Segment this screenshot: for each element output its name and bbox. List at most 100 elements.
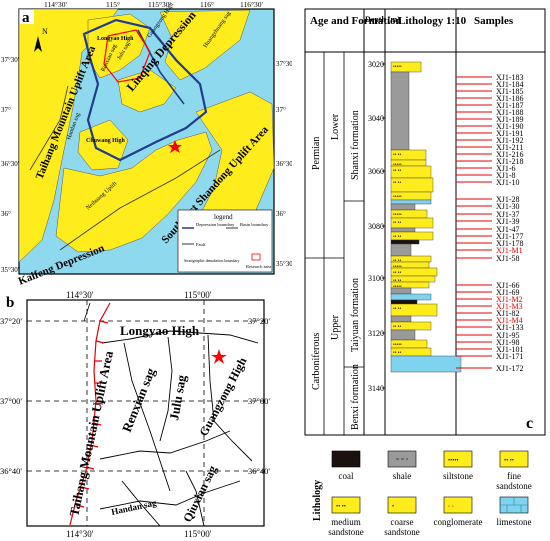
- lat-tick-5: 35°30': [1, 266, 19, 274]
- sample-label: XJ1-M4: [496, 316, 523, 325]
- b-lon-tick-bottom-2: 115°00': [184, 529, 212, 539]
- legend-swatch-coal: coal: [331, 450, 361, 481]
- system-permian: Permian: [311, 137, 322, 170]
- legend-swatch-conglomerate: ◦ ◦ conglomerate: [434, 496, 483, 527]
- lat-tick-1: 37°30': [1, 56, 19, 64]
- depth-label-3100: 3100: [368, 274, 384, 283]
- lat-tick-r3: 36°30': [276, 160, 292, 168]
- lithology-layer: [390, 71, 410, 151]
- research-star-icon: [168, 140, 182, 153]
- lat-tick-4: 36°: [1, 210, 11, 218]
- legend-label: coal: [339, 471, 354, 481]
- lat-tick-3: 36°30': [1, 160, 19, 168]
- header-age: Age and Formation: [310, 15, 402, 27]
- series-upper: Upper: [330, 314, 341, 340]
- formation-benxi: Benxi formation: [350, 364, 361, 430]
- sample-label: XJ1-177: [496, 232, 524, 241]
- sample-label: XJ1-183: [496, 73, 524, 82]
- lithology-layer: [390, 293, 432, 301]
- formation-shanxi: Shanxi formation: [350, 110, 361, 180]
- b-lat-tick-r2: 37°00': [248, 396, 270, 406]
- unit-longyao: Longyao High: [97, 36, 134, 42]
- b-lat-tick-2: 37°00': [0, 396, 22, 406]
- lon-tick-4: 116°: [200, 0, 214, 9]
- lon-tick-5: 116°30': [240, 0, 263, 9]
- panel-a-legend: legend Depression boundary Basin boundar…: [177, 209, 273, 273]
- sample-label: XJ1-37: [496, 210, 520, 219]
- lithology-layer: [390, 199, 432, 205]
- depression-boundary: [82, 18, 208, 162]
- sample-label: XJ1-192: [496, 136, 524, 145]
- legend-a-item-1: Depression boundary: [196, 222, 235, 227]
- sample-label: XJ1-M2: [496, 295, 523, 304]
- lithology-layer: [390, 243, 412, 257]
- legend-label: sandstone: [328, 527, 364, 537]
- panel-b-map: b 114°30' 115°00' 114°30' 115°00' 37°20'…: [0, 291, 270, 539]
- panel-a-map: 114°30' 115° 115°30' 116° 116°30' 37°30'…: [1, 0, 292, 288]
- sample-label: XJ1-58: [496, 254, 520, 263]
- legend-label: siltstone: [443, 471, 473, 481]
- svg-text:◦ ◦: ◦ ◦: [448, 504, 454, 510]
- legend-swatch-limestone: limestone: [497, 496, 532, 527]
- sample-label: XJ1-6: [496, 164, 516, 173]
- depth-label-3060: 3060: [368, 167, 384, 176]
- sample-label: XJ1-178: [496, 239, 524, 248]
- legend-label: conglomerate: [434, 517, 483, 527]
- b-lat-tick-1: 37°20': [0, 316, 22, 326]
- lithology-layer: [390, 303, 438, 317]
- sample-label: XJ1-189: [496, 115, 524, 124]
- pattern-dots: •••••: [393, 65, 402, 70]
- legend-swatch-siltstone: ••••• siltstone: [443, 450, 473, 481]
- b-longyao-label: Longyao High: [120, 323, 200, 338]
- pattern-dots: •••••: [393, 343, 402, 348]
- sample-label: XJ1-172: [496, 364, 524, 373]
- legend-a-item-2: Basin boundary: [240, 222, 269, 227]
- sample-label: XJ1-10: [496, 178, 520, 187]
- legend-a-item-5: Research area: [246, 264, 271, 269]
- lon-tick-2: 115°: [106, 0, 120, 9]
- b-lat-tick-r1: 37°20': [248, 316, 270, 326]
- sample-label: XJ1-101: [496, 345, 524, 354]
- land-ridges: [117, 69, 177, 113]
- sample-label: XJ1-187: [496, 101, 524, 110]
- depth-label-3080: 3080: [368, 222, 384, 231]
- lon-tick-1: 114°30': [44, 0, 67, 9]
- sample-label: XJ1-98: [496, 338, 520, 347]
- pattern-dots: •• ••: [393, 235, 402, 240]
- lithology-column: ••••••• ••••••••• •••• •••••••••••••• ••…: [390, 61, 462, 373]
- sample-label: XJ1-82: [496, 309, 520, 318]
- legend-label: limestone: [497, 517, 532, 527]
- depth-label-3140: 3140: [368, 384, 384, 393]
- panel-c-label: c: [526, 415, 533, 432]
- svg-text:•••••: •••••: [448, 458, 459, 464]
- lithology-layer: [390, 329, 416, 341]
- lithology-layer: [390, 287, 412, 295]
- sample-label: XJ1-66: [496, 281, 520, 290]
- sample-label: XJ1-69: [496, 288, 520, 297]
- lat-tick-r5: 35°30': [276, 260, 292, 268]
- legend-label: sandstone: [384, 527, 420, 537]
- pattern-dots: •• ••: [393, 279, 402, 284]
- header-lithology: Lithology 1:10: [398, 15, 467, 27]
- sample-label: XJ1-M3: [496, 302, 523, 311]
- legend-label: shale: [393, 471, 412, 481]
- sample-label: XJ1-47: [496, 225, 520, 234]
- svg-text:•• ••: •• ••: [336, 504, 346, 510]
- panel-a-label: a: [22, 10, 30, 26]
- lithology-layer: [390, 239, 420, 245]
- north-arrow-icon: N: [34, 27, 48, 52]
- lat-tick-r1: 37°30': [276, 60, 292, 68]
- pattern-dots: •• ••: [393, 259, 402, 264]
- lithology-layer: [390, 299, 418, 305]
- lithology-layer: [390, 203, 416, 211]
- sample-label: XJ1-186: [496, 94, 524, 103]
- pattern-dots: •• ••: [393, 271, 402, 276]
- sample-label: XJ1-39: [496, 217, 520, 226]
- pattern-dots: •••••: [393, 163, 402, 168]
- legend-a-title: legend: [214, 213, 233, 221]
- depth-label-3020: 3020: [368, 60, 384, 69]
- lat-tick-r2: 37°: [276, 106, 286, 114]
- research-area-outline: [103, 29, 151, 83]
